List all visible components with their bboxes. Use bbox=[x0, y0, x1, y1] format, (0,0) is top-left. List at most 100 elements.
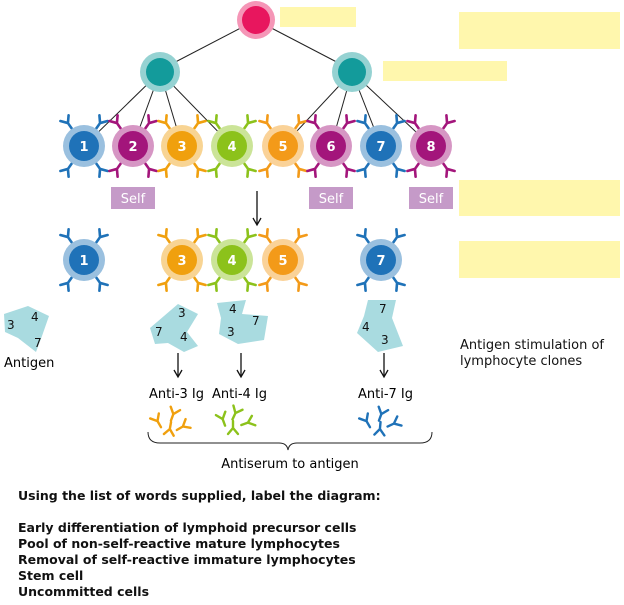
mature-lymphocyte: 3 bbox=[161, 239, 203, 281]
anti4-label: Anti-4 Ig bbox=[212, 387, 267, 402]
word-list-item: Removal of self-reactive immature lympho… bbox=[18, 552, 356, 567]
stimulation-caption-line2: lymphocyte clones bbox=[460, 354, 583, 369]
cell-number: 1 bbox=[79, 140, 88, 155]
antibody-icon bbox=[162, 420, 175, 437]
uncommitted-cell bbox=[140, 52, 180, 92]
lymphocyte-clone: 2 bbox=[112, 125, 154, 167]
word-list-item: Stem cell bbox=[18, 568, 84, 583]
receptor-icon bbox=[108, 161, 123, 179]
receptor-icon bbox=[391, 161, 406, 179]
answer-label-box bbox=[459, 12, 620, 49]
cell-number: 7 bbox=[376, 254, 385, 269]
arrow-layer bbox=[173, 191, 389, 379]
receptor-icon bbox=[108, 113, 123, 131]
antibody-arrow bbox=[173, 353, 183, 379]
receptor-icon bbox=[207, 227, 222, 245]
receptor-icon bbox=[356, 113, 371, 131]
receptor-icon bbox=[94, 275, 109, 293]
receptor-icon bbox=[242, 113, 257, 131]
receptor-icon bbox=[207, 275, 222, 293]
receptor-icon bbox=[94, 161, 109, 179]
receptor-icon bbox=[341, 113, 356, 131]
uncommitted-cell bbox=[332, 52, 372, 92]
mature-lymphocyte: 7 bbox=[360, 239, 402, 281]
receptor-icon bbox=[258, 161, 273, 179]
antibody-layer bbox=[148, 404, 403, 437]
lymphocyte-clone: 1 bbox=[63, 125, 105, 167]
antibody-icon bbox=[214, 410, 227, 427]
lymphocyte-clone: 7 bbox=[360, 125, 402, 167]
receptor-icon bbox=[59, 227, 74, 245]
cell-number: 4 bbox=[227, 254, 236, 269]
receptor-icon bbox=[258, 113, 273, 131]
receptor-icon bbox=[341, 161, 356, 179]
cell-number: 8 bbox=[426, 140, 435, 155]
antibody-icon bbox=[148, 412, 163, 429]
antigen-shape: 473 bbox=[217, 300, 268, 344]
answer-label-box bbox=[383, 61, 507, 81]
antigen-label: Antigen bbox=[4, 356, 54, 371]
epitope-number: 3 bbox=[7, 318, 15, 332]
lymphocyte-clone: 4 bbox=[211, 125, 253, 167]
receptor-icon bbox=[356, 227, 371, 245]
epitope-number: 4 bbox=[180, 330, 188, 344]
receptor-icon bbox=[293, 113, 308, 131]
receptor-icon bbox=[242, 161, 257, 179]
epitope-number: 7 bbox=[379, 302, 387, 316]
antiserum-brace bbox=[147, 431, 433, 451]
antigen-shape: 743 bbox=[357, 300, 403, 352]
cell-number: 6 bbox=[326, 140, 335, 155]
self-tag: Self bbox=[309, 187, 353, 209]
word-list-item: Pool of non-self-reactive mature lymphoc… bbox=[18, 536, 340, 551]
receptor-icon bbox=[293, 161, 308, 179]
lymphocyte-clone: 5 bbox=[262, 125, 304, 167]
receptor-icon bbox=[157, 227, 172, 245]
receptor-icon bbox=[242, 275, 257, 293]
cell-number: 7 bbox=[376, 140, 385, 155]
receptor-icon bbox=[192, 113, 207, 131]
self-tag-label: Self bbox=[319, 192, 344, 207]
antibody-icon bbox=[240, 414, 257, 427]
receptor-icon bbox=[207, 113, 222, 131]
receptor-icon bbox=[143, 161, 158, 179]
mature-lymphocyte: 4 bbox=[211, 239, 253, 281]
word-list-item: Uncommitted cells bbox=[18, 584, 150, 599]
antibody-icon bbox=[386, 415, 403, 428]
antigen-shape: 437 bbox=[4, 306, 49, 352]
epitope-number: 7 bbox=[252, 314, 260, 328]
cell-number: 5 bbox=[278, 140, 287, 155]
mature-lymphocyte: 1 bbox=[63, 239, 105, 281]
receptor-icon bbox=[258, 227, 273, 245]
receptor-icon bbox=[192, 275, 207, 293]
antibody-icon bbox=[373, 420, 386, 437]
cell-number: 1 bbox=[79, 254, 88, 269]
receptor-icon bbox=[391, 227, 406, 245]
antibody-icon bbox=[175, 417, 192, 432]
epitope-number: 7 bbox=[155, 325, 163, 339]
receptor-icon bbox=[59, 275, 74, 293]
receptor-icon bbox=[293, 227, 308, 245]
answer-label-box bbox=[280, 7, 356, 27]
answer-label-box bbox=[459, 241, 620, 278]
cell-number: 2 bbox=[128, 140, 137, 155]
epitope-number: 3 bbox=[381, 333, 389, 347]
lymphocyte-clone: 3 bbox=[161, 125, 203, 167]
receptor-icon bbox=[192, 161, 207, 179]
receptor-layer bbox=[59, 113, 456, 293]
antibody-icon bbox=[357, 412, 372, 429]
receptor-icon bbox=[306, 161, 321, 179]
stimulation-caption: Antigen stimulation of lymphocyte clones bbox=[460, 338, 604, 370]
lymphocyte-clone: 8 bbox=[410, 125, 452, 167]
receptor-icon bbox=[391, 275, 406, 293]
word-list-item: Early differentiation of lymphoid precur… bbox=[18, 520, 357, 535]
receptor-icon bbox=[242, 227, 257, 245]
self-tag: Self bbox=[409, 187, 453, 209]
answer-label-box bbox=[459, 180, 620, 216]
epitope-number: 3 bbox=[227, 325, 235, 339]
receptor-icon bbox=[306, 113, 321, 131]
selection-arrow bbox=[252, 191, 262, 227]
instructions-heading: Using the list of words supplied, label … bbox=[18, 488, 381, 503]
